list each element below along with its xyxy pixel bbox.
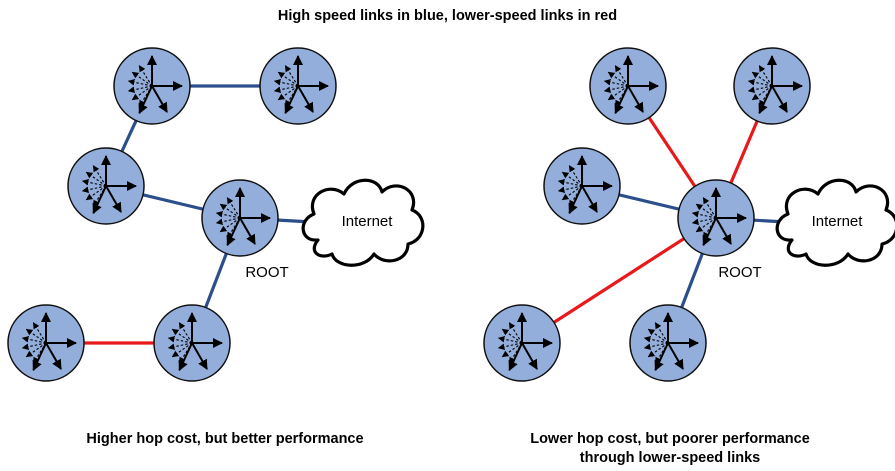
right-root-label: ROOT (718, 264, 761, 281)
left-node-n4 (7, 304, 85, 382)
right-node-n2 (733, 47, 811, 125)
left-node-n2 (259, 47, 337, 125)
diagram-title: High speed links in blue, lower-speed li… (277, 8, 618, 24)
left-internet-cloud (301, 178, 425, 267)
caption-left-line-1: Higher hop cost, but better performance (86, 431, 364, 447)
right-node-n3 (543, 147, 621, 225)
left-node-n1 (113, 47, 191, 125)
caption-right-line-1: Lower hop cost, but poorer performance (530, 431, 810, 447)
left-root-label: ROOT (245, 264, 288, 281)
right-node-root (677, 179, 755, 257)
right-node-n1 (589, 47, 667, 125)
left-node-root (201, 179, 279, 257)
right-internet-cloud (775, 178, 895, 267)
left-internet-label: Internet (342, 213, 394, 230)
right-node-n5 (629, 304, 707, 382)
caption-right-line-2: through lower-speed links (579, 450, 761, 466)
right-internet-label: Internet (812, 213, 864, 230)
left-node-n3 (67, 147, 145, 225)
caption-right: Lower hop cost, but poorer performance t… (445, 430, 895, 468)
right-node-n4 (483, 304, 561, 382)
left-node-n5 (153, 304, 231, 382)
caption-left: Higher hop cost, but better performance (0, 430, 450, 449)
